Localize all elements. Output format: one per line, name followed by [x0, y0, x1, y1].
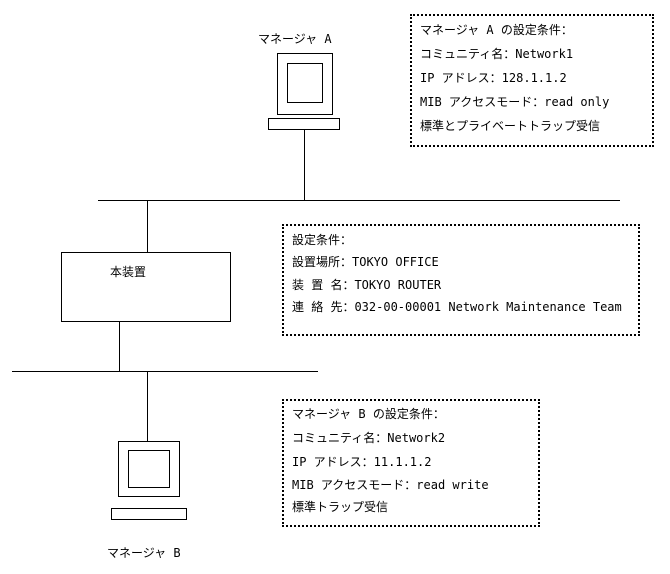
manager-a-label: マネージャ A	[258, 32, 332, 46]
manager-b-connector	[147, 371, 148, 441]
manager-b-settings-title: マネージャ B の設定条件：	[292, 407, 445, 421]
device-contact: 連 絡 先：032-00-00001 Network Maintenance T…	[292, 300, 622, 314]
manager-a-ip: IP アドレス：128.1.1.2	[420, 71, 567, 85]
manager-b-settings-box: マネージャ B の設定条件： コミュニティ名：Network2 IP アドレス：…	[282, 399, 540, 527]
device-label: 本装置	[110, 265, 147, 279]
manager-b-community: コミュニティ名：Network2	[292, 431, 446, 445]
manager-a-connector	[304, 130, 305, 201]
manager-b-mib: MIB アクセスモード：read write	[292, 478, 489, 492]
manager-a-mib: MIB アクセスモード：read only	[420, 95, 610, 109]
device-settings-box: 設定条件： 設置場所：TOKYO OFFICE 装 置 名：TOKYO ROUT…	[282, 224, 640, 336]
manager-b-ip: IP アドレス：11.1.1.2	[292, 455, 432, 469]
device-box: 本装置	[61, 252, 231, 322]
device-location: 設置場所：TOKYO OFFICE	[292, 255, 439, 269]
manager-b-trap: 標準トラップ受信	[292, 500, 389, 514]
device-connector-bottom	[119, 322, 120, 371]
manager-b-label: マネージャ B	[107, 546, 181, 560]
network-line-bottom	[12, 371, 318, 372]
manager-a-settings-title: マネージャ A の設定条件：	[420, 23, 573, 37]
manager-a-community: コミュニティ名：Network1	[420, 47, 574, 61]
device-connector-top	[147, 200, 148, 252]
device-name: 装 置 名：TOKYO ROUTER	[292, 278, 442, 292]
device-settings-title: 設定条件：	[292, 233, 353, 247]
manager-a-trap: 標準とプライベートトラップ受信	[420, 119, 601, 133]
manager-a-settings-box: マネージャ A の設定条件： コミュニティ名：Network1 IP アドレス：…	[410, 14, 654, 147]
network-line-top	[98, 200, 620, 201]
